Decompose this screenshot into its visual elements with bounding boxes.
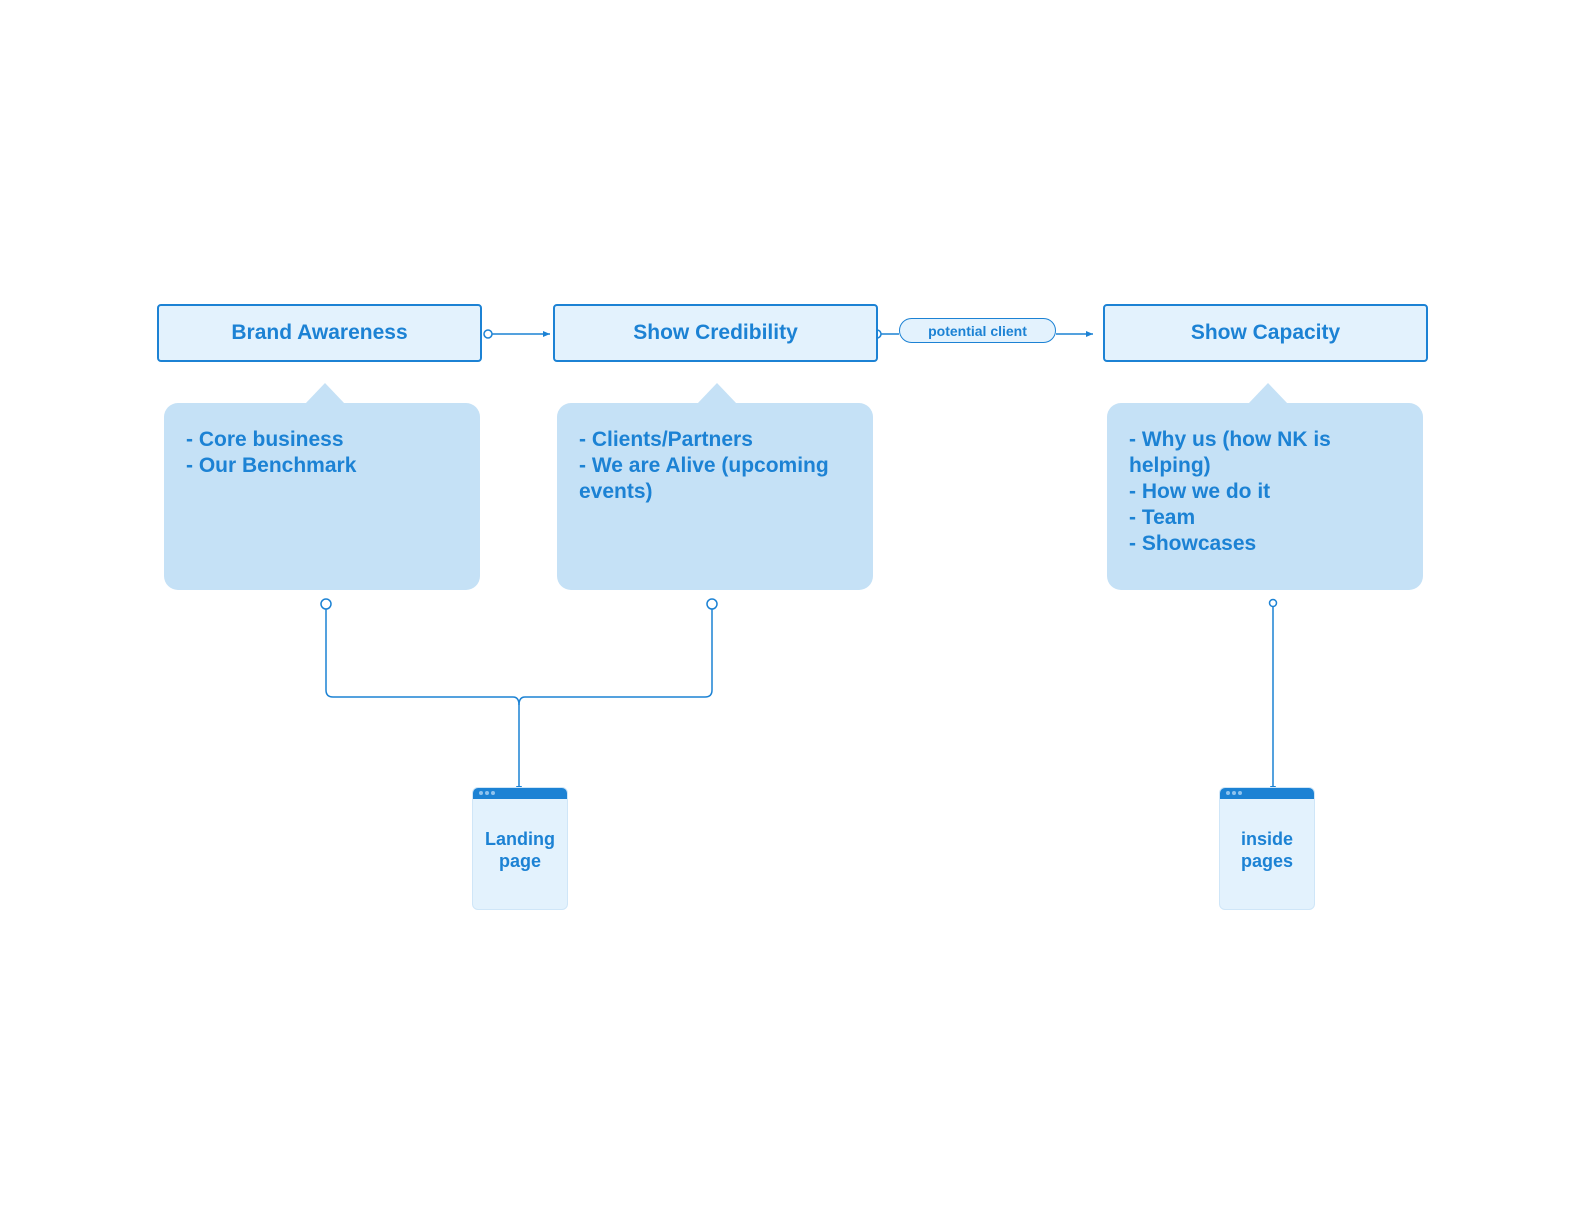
callout-show-credibility: - Clients/Partners - We are Alive (upcom… (557, 403, 873, 590)
page-node-inside-label: inside pages (1220, 828, 1314, 872)
callout-line: - Clients/Partners (579, 428, 753, 451)
callout-pointer-capacity (1248, 383, 1288, 404)
stage-show-credibility-label: Show Credibility (633, 321, 798, 344)
callout-pointer-credibility (697, 383, 737, 404)
stage-show-credibility: Show Credibility (553, 304, 878, 362)
edge-credibility-callout-to-landing (518, 607, 713, 706)
callout-show-capacity: - Why us (how NK is helping) - How we do… (1107, 403, 1423, 590)
page-node-landing: Landing page (472, 787, 568, 910)
browser-dots-icon (1226, 791, 1242, 795)
stage-brand-awareness-label: Brand Awareness (231, 321, 408, 344)
callout-line: helping) (1129, 454, 1211, 477)
page-node-landing-label: Landing page (473, 828, 567, 872)
callout-line: - We are Alive (upcoming (579, 454, 829, 477)
browser-bar (473, 788, 567, 799)
callout-line: - How we do it (1129, 480, 1271, 503)
page-node-inside: inside pages (1219, 787, 1315, 910)
page-label-line: Landing (485, 829, 555, 849)
edge-credibility-callout-dot (706, 598, 718, 610)
callout-pointer-brand (305, 383, 345, 404)
edge-label-text: potential client (928, 322, 1027, 339)
edge-label-potential-client: potential client (899, 318, 1056, 343)
page-label-line: pages (1240, 851, 1294, 871)
callout-line: - Why us (how NK is (1129, 428, 1331, 451)
edge-brand-callout-dot (320, 598, 332, 610)
edge-capacity-callout-dot (1268, 598, 1278, 608)
browser-dots-icon (479, 791, 495, 795)
edge-brand-callout-to-landing (325, 607, 522, 793)
callout-line: - Team (1129, 506, 1196, 529)
callout-line: - Our Benchmark (186, 454, 357, 477)
stage-brand-awareness: Brand Awareness (157, 304, 482, 362)
callout-brand-awareness: - Core business - Our Benchmark (164, 403, 480, 590)
callout-line: - Core business (186, 428, 344, 451)
callout-line: events) (579, 480, 653, 503)
page-label-line: inside (1240, 829, 1293, 849)
page-label-line: page (498, 851, 541, 871)
callout-line: - Showcases (1129, 532, 1257, 555)
browser-bar (1220, 788, 1314, 799)
stage-show-capacity: Show Capacity (1103, 304, 1428, 362)
stage-show-capacity-label: Show Capacity (1190, 321, 1341, 344)
edge-brand-start-dot (483, 329, 493, 339)
